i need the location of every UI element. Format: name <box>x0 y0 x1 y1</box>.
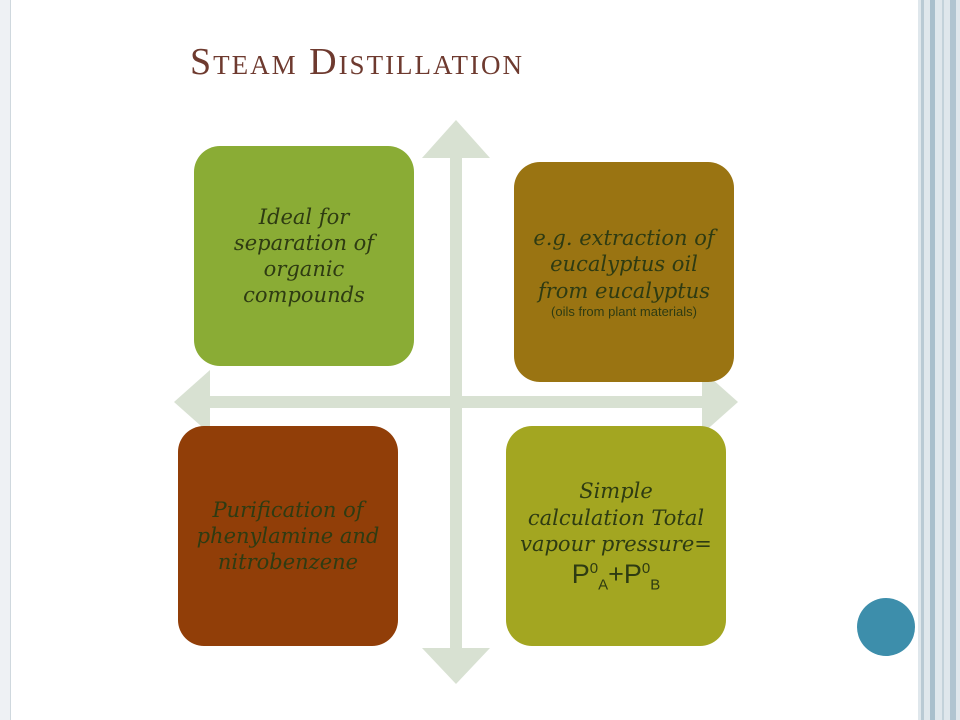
formula-subscript: A <box>598 576 609 594</box>
quadrant-text: Simple calculation Total vapour pressure… <box>520 479 712 556</box>
slide-left-border <box>0 0 11 720</box>
formula-subscript: B <box>650 576 661 594</box>
arrow-up <box>422 120 490 158</box>
accent-circle-icon <box>857 598 915 656</box>
quadrant-text: e.g. extraction of eucalyptus oil from e… <box>533 226 715 303</box>
slide-title: Steam Distillation <box>190 41 525 83</box>
border-stripe <box>950 0 956 720</box>
quadrant-top-right: e.g. extraction of eucalyptus oil from e… <box>514 162 734 382</box>
formula-superscript: 0 <box>589 560 599 578</box>
quadrant-bottom-left: Purification of phenylamine and nitroben… <box>178 426 398 646</box>
arrow-down <box>422 648 490 684</box>
border-stripe <box>930 0 935 720</box>
arrow-left <box>174 370 210 434</box>
slide-right-border <box>918 0 960 720</box>
formula-p: P <box>623 559 642 590</box>
quadrant-bottom-right: Simple calculation Total vapour pressure… <box>506 426 726 646</box>
border-stripe <box>942 0 944 720</box>
arrow-right <box>702 370 738 434</box>
formula-p: P <box>571 559 590 590</box>
formula-superscript: 0 <box>641 560 651 578</box>
formula-plus: + <box>608 559 624 590</box>
quadrant-top-left: Ideal for separation of organic compound… <box>194 146 414 366</box>
border-stripe <box>921 0 924 720</box>
quadrant-text: Ideal for separation of organic compound… <box>233 204 375 308</box>
quadrant-text: Purification of phenylamine and nitroben… <box>196 497 380 575</box>
quadrant-note: (oils from plant materials) <box>551 303 697 319</box>
horizontal-axis <box>200 396 712 408</box>
vapour-pressure-formula: P0A+P0B <box>572 559 661 593</box>
